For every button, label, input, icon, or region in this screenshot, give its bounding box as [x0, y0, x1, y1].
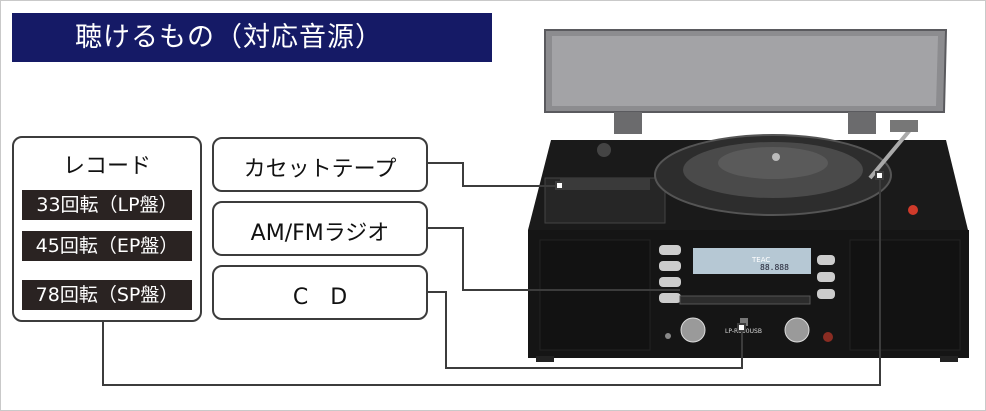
control-button — [659, 277, 681, 287]
hinge-left — [614, 112, 642, 134]
speed-45-badge: 45回転（EP盤） — [22, 231, 192, 261]
left-speaker — [539, 239, 651, 351]
control-button — [817, 289, 835, 299]
spindle — [772, 153, 780, 161]
cd-slot — [679, 295, 811, 305]
record-box: レコード 33回転（LP盤） 45回転（EP盤） 78回転（SP盤） — [12, 136, 202, 322]
foot — [940, 356, 958, 362]
brand-label: TEAC — [751, 256, 770, 264]
control-button — [659, 261, 681, 271]
page-title: 聴けるもの（対応音源） — [12, 13, 492, 62]
record-indicator — [823, 332, 833, 342]
right-speaker — [849, 239, 961, 351]
control-button — [817, 255, 835, 265]
lcd-readout: 88.888 — [760, 263, 789, 272]
cassette-box: カセットテープ — [212, 137, 428, 192]
speed-78-badge: 78回転（SP盤） — [22, 280, 192, 310]
record-heading: レコード — [62, 154, 151, 179]
radio-connector — [428, 227, 680, 291]
cd-connector — [428, 291, 743, 369]
platter-label — [718, 147, 828, 179]
headphone-jack — [665, 333, 671, 339]
foot — [536, 356, 554, 362]
tonearm-head — [890, 120, 918, 132]
hinge-right — [848, 112, 876, 134]
rec-level-knob — [784, 317, 810, 343]
cd-label: C D — [292, 285, 348, 310]
control-button — [659, 293, 681, 303]
speed-33-badge: 33回転（LP盤） — [22, 190, 192, 220]
radio-label: AM/FMラジオ — [250, 221, 390, 246]
cd-marker — [737, 323, 746, 332]
red-indicator — [908, 205, 918, 215]
tonearm — [868, 128, 912, 180]
record-marker — [875, 171, 884, 180]
speed-knob — [597, 143, 611, 157]
volume-knob — [680, 317, 706, 343]
lcd-display — [693, 248, 811, 274]
record-connector — [102, 175, 881, 386]
cassette-label: カセットテープ — [243, 157, 397, 182]
cassette-connector — [428, 162, 560, 187]
cassette-buttons — [560, 178, 650, 190]
cassette-marker — [555, 181, 564, 190]
control-button — [817, 272, 835, 282]
usb-port — [740, 318, 748, 326]
radio-box: AM/FMラジオ — [212, 201, 428, 256]
cd-box: C D — [212, 265, 428, 320]
dust-cover-panel — [552, 36, 938, 106]
control-button — [659, 245, 681, 255]
